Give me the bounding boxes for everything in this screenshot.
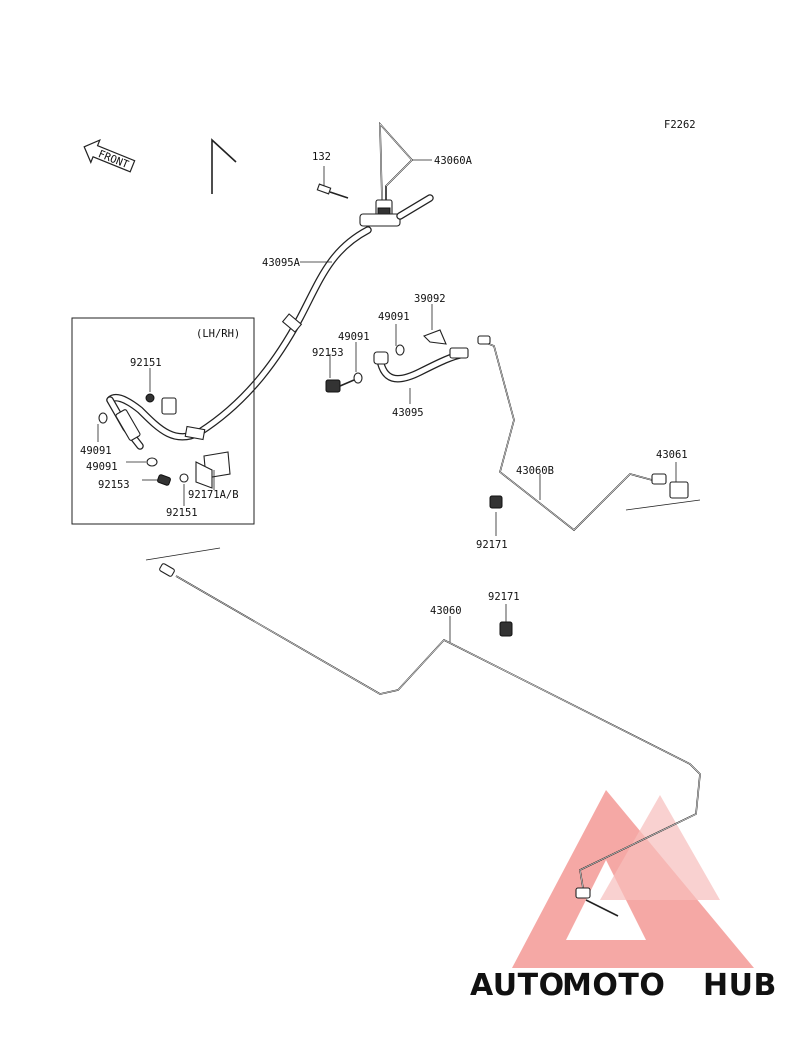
logo-text-moto: MOTO [562,968,665,1003]
bolt-132 [316,183,349,199]
callout-43095: 43095 [392,407,424,419]
callout-92171-b: 92171 [488,591,520,603]
callout-92171AB: 92171A/B [188,489,239,501]
washer-49091-top [395,344,405,356]
callout-92153-l: 92153 [98,479,130,491]
inset-label: (LH/RH) [196,328,240,340]
callout-43061: 43061 [656,449,688,461]
callout-39092: 39092 [414,293,446,305]
callout-49091-top: 49091 [378,311,410,323]
clamp-92171-b [499,621,513,637]
callout-49091-mid: 49091 [338,331,370,343]
washer-49091-mid [353,372,363,384]
banjo-bolt-92153 [325,379,355,393]
callout-92151-b: 92151 [166,507,198,519]
callout-92153-mid: 92153 [312,347,344,359]
callout-92171-a: 92171 [476,539,508,551]
hose-43095 [373,347,469,383]
union-43061 [625,473,701,511]
callout-49091-l2: 49091 [86,461,118,473]
logo-text-hub: HUB [703,968,777,1003]
callout-132: 132 [312,151,331,163]
brake-joint [359,194,434,227]
watermark-text: AUTO MOTO HUB [470,968,777,1003]
inset-frame [71,317,255,525]
pipe-43060B [477,335,653,532]
figure-code: F2262 [664,119,696,131]
clip-39092 [423,329,447,345]
clamp-92171-a [489,495,503,509]
logo-triangle-back [600,795,720,900]
caliper-fitting [98,393,231,489]
leader-lines [97,159,677,642]
pipe-43060 [145,547,701,917]
callout-43060A: 43060A [434,155,473,167]
watermark-logo [512,790,754,968]
callout-92151-a: 92151 [130,357,162,369]
callout-49091-l1: 49091 [80,445,112,457]
callout-43060B: 43060B [516,465,554,477]
callout-43060: 43060 [430,605,462,617]
callout-43095A: 43095A [262,257,301,269]
logo-text-auto: AUTO [470,968,565,1003]
front-arrow-icon: FRONT [83,139,136,173]
hose-43095A [106,226,372,441]
callout-labels: 132 43060A 43095A 39092 49091 49091 9215… [80,151,688,617]
